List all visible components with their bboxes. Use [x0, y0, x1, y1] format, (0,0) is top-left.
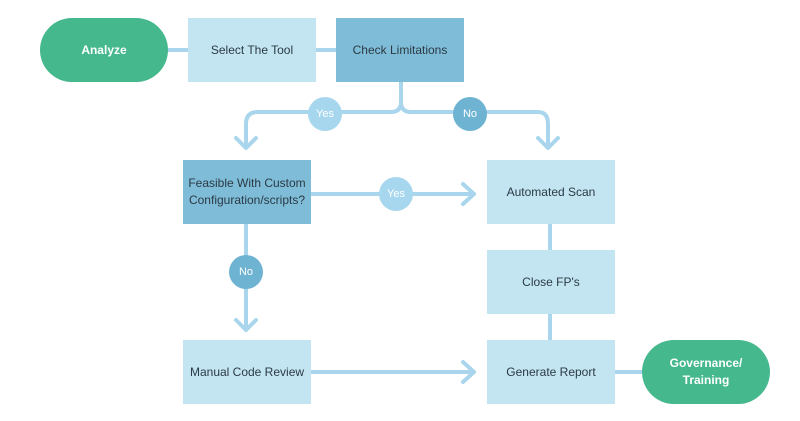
check-no-badge: No: [453, 97, 487, 131]
check-yes-label: Yes: [316, 108, 334, 120]
select-tool-step: Select The Tool: [188, 18, 316, 82]
feasible-no-label: No: [238, 266, 254, 278]
arrowhead-to-manual: [234, 318, 258, 332]
feasible-label-line1: Feasible With Custom: [188, 176, 306, 190]
governance-label-line2: Training: [682, 373, 730, 387]
arrowhead-to-feasible: [234, 136, 258, 150]
select-tool-label: Select The Tool: [210, 42, 294, 57]
check-limitations-step: Check Limitations: [336, 18, 464, 82]
governance-terminal: Governance/ Training: [642, 340, 770, 404]
check-yes-badge: Yes: [308, 97, 342, 131]
analyze-label: Analyze: [81, 42, 127, 57]
arrowhead-to-report: [461, 360, 476, 384]
feasible-label-line2: Configuration/scripts?: [188, 193, 306, 207]
generate-report-label: Generate Report: [506, 364, 596, 379]
close-fps-label: Close FP's: [522, 274, 580, 289]
analyze-terminal: Analyze: [40, 18, 168, 82]
close-fps-step: Close FP's: [487, 250, 615, 314]
feasible-yes-badge: Yes: [379, 177, 413, 211]
check-limitations-label: Check Limitations: [352, 42, 448, 57]
feasible-yes-label: Yes: [387, 188, 405, 200]
feasible-decision: Feasible With Custom Configuration/scrip…: [183, 160, 311, 224]
governance-label-line1: Governance/: [669, 356, 743, 370]
feasible-no-badge: No: [229, 255, 263, 289]
arrowhead-to-automated: [536, 136, 560, 150]
connector-check-no-branch: [399, 100, 550, 148]
check-no-label: No: [462, 108, 478, 120]
manual-review-step: Manual Code Review: [183, 340, 311, 404]
automated-scan-label: Automated Scan: [506, 184, 596, 199]
manual-review-label: Manual Code Review: [189, 364, 305, 379]
arrowhead-yes-to-automated: [461, 182, 476, 206]
generate-report-step: Generate Report: [487, 340, 615, 404]
automated-scan-step: Automated Scan: [487, 160, 615, 224]
